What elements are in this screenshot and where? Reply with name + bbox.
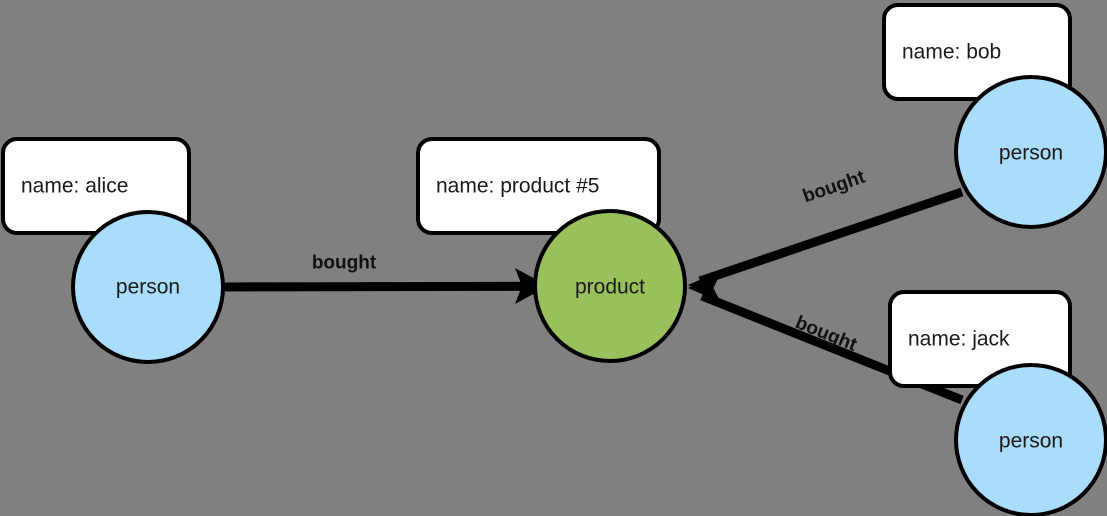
property-box-label: name: bob (902, 41, 1001, 64)
property-box-label: name: alice (21, 175, 128, 198)
edge-label-bob-bought: bought (800, 166, 868, 207)
property-box-label: name: jack (908, 328, 1010, 351)
edge-bob-bought-product[interactable] (688, 187, 964, 302)
node-label: product (575, 276, 645, 299)
node-label: person (999, 430, 1063, 453)
property-box-rect (416, 137, 661, 235)
property-box-product5[interactable]: name: product #5 (416, 137, 661, 235)
edge-line (698, 187, 964, 286)
arrowhead-icon (515, 268, 548, 304)
arrowhead-icon (688, 272, 722, 303)
node-alice[interactable]: person (71, 210, 225, 364)
node-circle (954, 363, 1107, 516)
node-label: person (116, 276, 180, 299)
node-jack[interactable]: person (954, 363, 1107, 516)
node-bob[interactable]: person (954, 75, 1107, 229)
node-circle (954, 75, 1107, 229)
node-circle (533, 209, 687, 363)
node-circle (71, 210, 225, 364)
edge-label-alice-bought: bought (312, 253, 377, 274)
property-box-label: name: product #5 (436, 175, 599, 198)
nodes-layer: person product person person (71, 75, 1107, 516)
node-product5[interactable]: product (533, 209, 687, 363)
node-label: person (999, 142, 1063, 165)
